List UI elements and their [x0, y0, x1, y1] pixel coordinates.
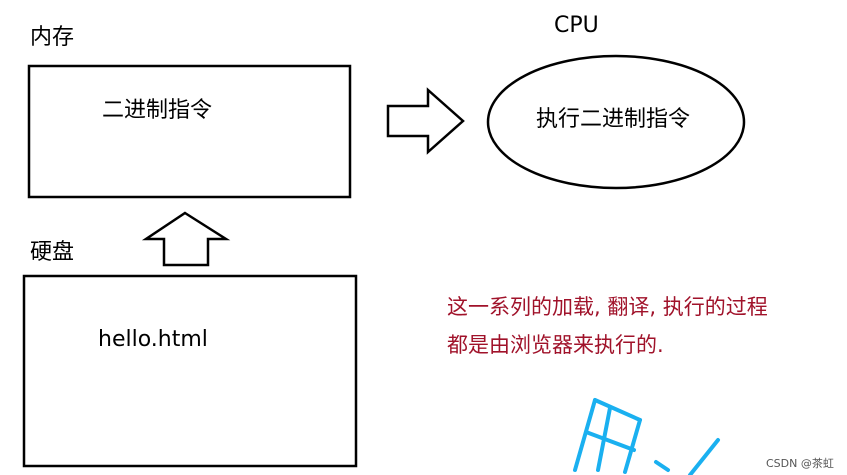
arrow-right-icon — [386, 87, 465, 155]
cpu-ellipse — [486, 54, 746, 190]
note-line-1: 这一系列的加载, 翻译, 执行的过程 — [447, 295, 768, 319]
cpu-label: CPU — [554, 13, 599, 38]
memory-box — [27, 64, 352, 199]
disk-label: 硬盘 — [30, 240, 75, 265]
disk-box — [22, 274, 358, 468]
explanation-note: 这一系列的加载, 翻译, 执行的过程 都是由浏览器来执行的. — [447, 288, 768, 364]
note-line-2: 都是由浏览器来执行的. — [447, 333, 664, 357]
memory-content: 二进制指令 — [102, 98, 213, 123]
memory-label: 内存 — [30, 25, 75, 50]
watermark-icon — [573, 398, 720, 475]
cpu-content: 执行二进制指令 — [536, 107, 691, 132]
arrow-up-icon — [141, 211, 231, 267]
csdn-credit: CSDN @茶虹 — [766, 457, 834, 470]
disk-content: hello.html — [98, 327, 208, 352]
